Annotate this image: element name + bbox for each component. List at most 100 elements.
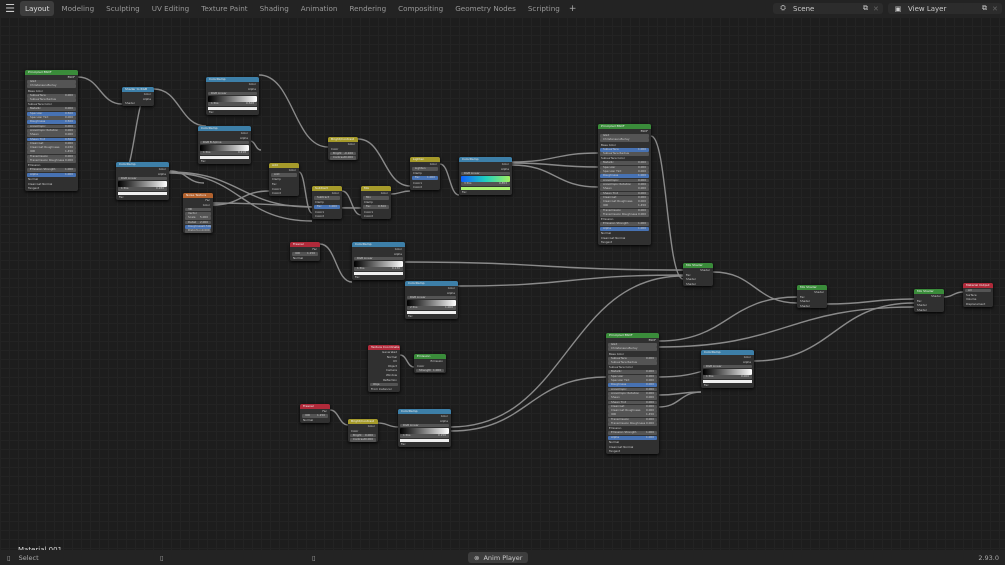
input-socket[interactable]: Clamp (269, 177, 299, 182)
node-header[interactable]: Bright/Contrast (328, 137, 358, 142)
output-socket[interactable]: Color (328, 142, 358, 147)
node-field[interactable]: Subsurface Radius (608, 360, 657, 365)
input-socket[interactable]: Volume (963, 297, 993, 302)
node-field[interactable]: Subtract (314, 195, 340, 200)
node-header[interactable]: ColorRamp (198, 126, 251, 131)
input-socket[interactable]: Color2 (361, 214, 391, 219)
output-socket[interactable]: Alpha (122, 97, 154, 102)
output-socket[interactable]: Color (198, 131, 251, 136)
input-socket[interactable]: Emission (25, 163, 78, 168)
tab-scripting[interactable]: Scripting (527, 4, 560, 13)
node-header[interactable]: Shader to RGB (122, 87, 154, 92)
input-socket[interactable]: Shader (683, 282, 713, 287)
input-socket[interactable]: Normal (300, 418, 330, 423)
tab-sculpting[interactable]: Sculpting (106, 4, 140, 13)
output-socket[interactable]: Shader (797, 290, 827, 295)
output-socket[interactable]: Alpha (206, 87, 259, 92)
output-socket[interactable]: Color (361, 191, 391, 196)
output-socket[interactable]: UV (368, 359, 400, 364)
close-scene-icon[interactable]: ✕ (873, 4, 879, 13)
output-socket[interactable]: Color (122, 92, 154, 97)
output-socket[interactable]: Color (405, 286, 458, 291)
input-socket[interactable]: Subsurface Color (598, 156, 651, 161)
input-socket[interactable]: Fac (459, 190, 512, 195)
input-socket[interactable]: Normal (598, 231, 651, 236)
input-socket[interactable]: Clamp (410, 171, 440, 176)
input-socket[interactable]: Clearcoat Normal (606, 445, 659, 450)
color-swatch[interactable] (354, 271, 403, 275)
node-field[interactable]: GGX (608, 342, 657, 347)
input-socket[interactable]: Fac (683, 273, 713, 278)
color-ramp-gradient[interactable] (703, 368, 752, 375)
tab-rendering[interactable]: Rendering (349, 4, 387, 13)
output-socket[interactable]: Color (410, 162, 440, 167)
node-field[interactable]: RGB Linear (208, 91, 257, 96)
node-field[interactable]: Christensen-Burley (608, 347, 657, 352)
input-socket[interactable]: Subsurface Color (25, 102, 78, 107)
node-field[interactable]: GGX (27, 79, 76, 84)
output-socket[interactable]: Color (701, 355, 754, 360)
close-view-layer-icon[interactable]: ✕ (992, 4, 998, 13)
color-swatch[interactable] (407, 310, 456, 314)
output-socket[interactable]: Alpha (701, 360, 754, 365)
node-header[interactable]: Material Output (963, 283, 993, 288)
output-socket[interactable]: Fac (290, 247, 320, 252)
add-workspace-button[interactable]: + (568, 3, 577, 14)
output-socket[interactable]: Alpha (116, 172, 169, 177)
output-socket[interactable]: Alpha (398, 419, 451, 424)
input-socket[interactable]: Color1 (410, 181, 440, 186)
node-field[interactable]: RGB Linear (354, 256, 403, 261)
node-field[interactable]: Christensen-Burley (600, 138, 649, 143)
color-swatch[interactable] (200, 155, 249, 159)
output-socket[interactable]: Alpha (352, 252, 405, 257)
input-socket[interactable]: Shader (797, 299, 827, 304)
new-view-layer-icon[interactable]: ⧉ (982, 4, 987, 12)
input-socket[interactable]: Fac (797, 295, 827, 300)
color-swatch[interactable] (208, 106, 257, 110)
node-field[interactable]: RGB Linear (118, 176, 167, 181)
color-ramp-gradient[interactable] (461, 175, 510, 182)
input-socket[interactable]: Color1 (361, 210, 391, 215)
close-icon[interactable]: ⊗ (474, 553, 480, 562)
